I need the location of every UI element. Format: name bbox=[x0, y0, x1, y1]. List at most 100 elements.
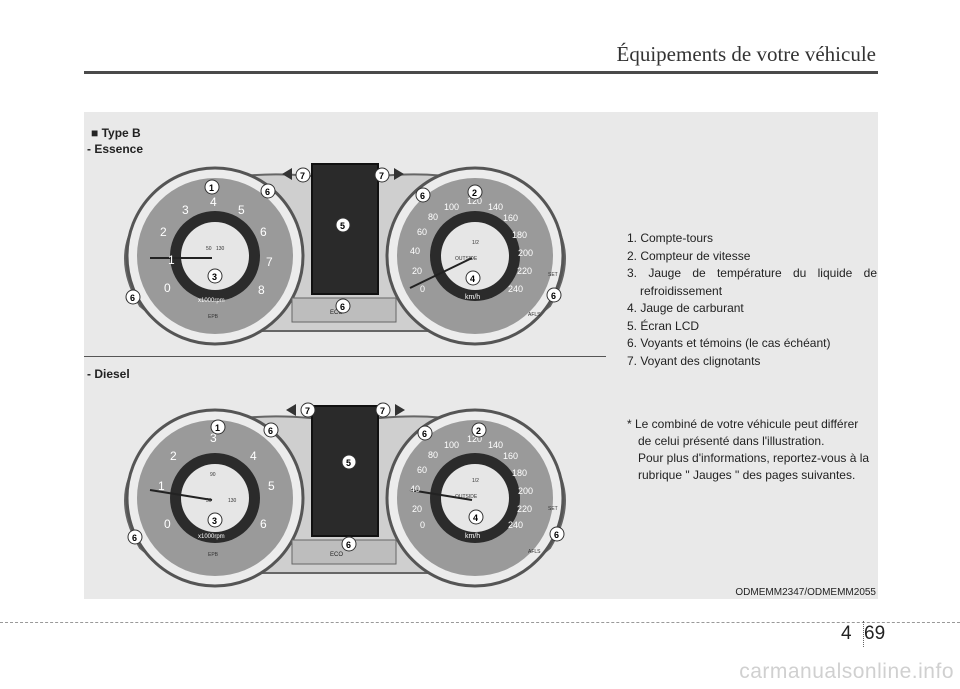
svg-text:6: 6 bbox=[420, 191, 425, 201]
callout-6: 6 bbox=[415, 187, 431, 203]
speed-number: 160 bbox=[503, 213, 518, 223]
speed-number: 40 bbox=[410, 484, 420, 494]
page-number: 69 bbox=[864, 623, 886, 644]
header-rule bbox=[84, 71, 878, 74]
svg-text:6: 6 bbox=[422, 429, 427, 439]
rpm-number: 6 bbox=[260, 225, 267, 239]
speed-number: 0 bbox=[420, 284, 425, 294]
callout-4: 4 bbox=[465, 270, 481, 286]
callout-7: 7 bbox=[300, 402, 316, 418]
rpm-number: 4 bbox=[250, 449, 257, 463]
set-label: SET bbox=[548, 506, 558, 512]
svg-text:4: 4 bbox=[470, 274, 475, 284]
svg-text:4: 4 bbox=[473, 513, 478, 523]
rpm-number: 3 bbox=[210, 431, 217, 445]
rpm-number: 5 bbox=[238, 203, 245, 217]
legend-item: 6. Voyants et témoins (le cas échéant) bbox=[627, 336, 831, 350]
afls-label: AFLS bbox=[528, 312, 541, 318]
eco-label: ECO bbox=[330, 552, 343, 558]
epb-label: EPB bbox=[208, 552, 219, 558]
fuel-mark: 1/2 bbox=[472, 478, 479, 484]
section-divider bbox=[84, 356, 606, 357]
speed-number: 180 bbox=[512, 468, 527, 478]
note-line: Pour plus d'informations, reportez-vous … bbox=[638, 451, 870, 465]
rpm-number: 8 bbox=[258, 283, 265, 297]
svg-text:7: 7 bbox=[380, 406, 385, 416]
right-turn-signal-icon bbox=[394, 168, 404, 180]
temp-low-label: 50 bbox=[206, 498, 212, 504]
note-line: * Le combiné de votre véhicule peut diff… bbox=[627, 417, 859, 431]
svg-text:6: 6 bbox=[346, 540, 351, 550]
speed-number: 240 bbox=[508, 520, 523, 530]
speed-number: 160 bbox=[503, 451, 518, 461]
watermark: carmanualsonline.info bbox=[739, 660, 954, 683]
speed-number: 200 bbox=[518, 486, 533, 496]
callout-6: 6 bbox=[417, 425, 433, 441]
rpm-number: 0 bbox=[164, 517, 171, 531]
callout-7: 7 bbox=[295, 167, 311, 183]
legend-item: 7. Voyant des clignotants bbox=[627, 353, 761, 368]
speed-number: 120 bbox=[467, 434, 482, 444]
svg-text:6: 6 bbox=[130, 293, 135, 303]
temp-high-label: 130 bbox=[216, 246, 225, 252]
temp-mid-label: 90 bbox=[210, 472, 216, 478]
legend-item-continuation: refroidissement bbox=[640, 283, 723, 298]
rpm-number: 6 bbox=[260, 517, 267, 531]
rpm-number: 7 bbox=[266, 255, 273, 269]
speed-number: 120 bbox=[467, 196, 482, 206]
svg-text:7: 7 bbox=[379, 171, 384, 181]
rpm-number: 2 bbox=[160, 225, 167, 239]
temp-high-label: 130 bbox=[228, 498, 237, 504]
temp-low-label: 50 bbox=[206, 246, 212, 252]
callout-6: 6 bbox=[263, 422, 279, 438]
rpm-number: 1 bbox=[158, 479, 165, 493]
svg-text:3: 3 bbox=[212, 516, 217, 526]
cluster-essence-svg: 1 2 3 4 5 6 7 8 0 x1000rpm EPB 0 20 40 6… bbox=[124, 163, 566, 346]
rpm-number: 0 bbox=[164, 281, 171, 295]
speed-number: 80 bbox=[428, 450, 438, 460]
rpm-unit: x1000rpm bbox=[198, 298, 225, 304]
callout-6: 6 bbox=[549, 526, 565, 542]
callout-6: 6 bbox=[127, 529, 143, 545]
speed-unit: km/h bbox=[465, 533, 480, 540]
legend-item: 5. Écran LCD bbox=[627, 318, 700, 333]
left-turn-signal-icon bbox=[282, 168, 292, 180]
note-block: * Le combiné de votre véhicule peut diff… bbox=[627, 416, 879, 484]
svg-text:6: 6 bbox=[132, 533, 137, 543]
callout-6: 6 bbox=[546, 287, 562, 303]
speed-number: 100 bbox=[444, 202, 459, 212]
speed-number: 60 bbox=[417, 465, 427, 475]
rpm-number: 4 bbox=[210, 195, 217, 209]
speed-number: 100 bbox=[444, 440, 459, 450]
page-header-title: Équipements de votre véhicule bbox=[616, 42, 877, 66]
essence-label: - Essence bbox=[87, 142, 144, 156]
callout-2: 2 bbox=[471, 422, 487, 438]
fuel-mark: 1/2 bbox=[472, 240, 479, 246]
svg-text:1: 1 bbox=[215, 423, 220, 433]
rpm-number: 1 bbox=[168, 253, 175, 267]
svg-text:7: 7 bbox=[305, 406, 310, 416]
speed-number: 20 bbox=[412, 504, 422, 514]
page-number-separator bbox=[863, 621, 864, 647]
cluster-diesel-svg: 1 2 3 4 5 6 0 x1000rpm EPB 0 20 40 60 80… bbox=[124, 402, 566, 588]
outside-label: OUTSIDE bbox=[455, 494, 478, 500]
svg-text:2: 2 bbox=[472, 188, 477, 198]
svg-text:6: 6 bbox=[340, 302, 345, 312]
svg-text:6: 6 bbox=[265, 187, 270, 197]
outside-label: OUTSIDE bbox=[455, 256, 478, 262]
svg-text:3: 3 bbox=[212, 272, 217, 282]
speed-number: 240 bbox=[508, 284, 523, 294]
speed-number: 140 bbox=[488, 440, 503, 450]
svg-text:5: 5 bbox=[346, 458, 351, 468]
note-line: de celui présenté dans l'illustration. bbox=[638, 434, 825, 448]
set-label: SET bbox=[548, 272, 558, 278]
note-line: rubrique " Jauges " des pages suivantes. bbox=[638, 468, 856, 482]
rpm-number: 5 bbox=[268, 479, 275, 493]
legend-item: 1. Compte-tours bbox=[627, 231, 714, 245]
callout-3: 3 bbox=[207, 268, 223, 284]
callout-6: 6 bbox=[260, 183, 276, 199]
callout-5: 5 bbox=[341, 454, 357, 470]
speed-number: 0 bbox=[420, 520, 425, 530]
svg-text:7: 7 bbox=[300, 171, 305, 181]
svg-text:5: 5 bbox=[340, 221, 345, 231]
